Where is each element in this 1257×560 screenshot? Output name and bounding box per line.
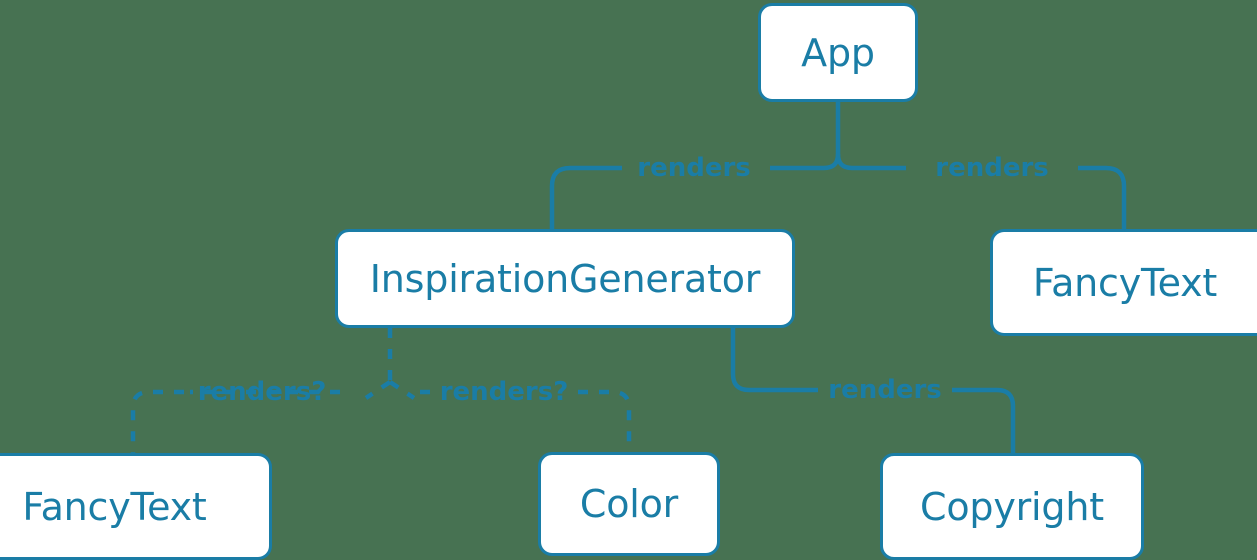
node-fancytext-top-label: FancyText [1032,260,1218,305]
edge-inspgen-to-color-a [388,380,416,400]
node-fancytext-bottom-label: FancyText [22,484,207,529]
edge-label-inspgen-fancytext: renders? [197,377,327,407]
edge-app-stem [835,102,853,171]
node-copyright-label: Copyright [920,484,1104,529]
edge-label-app-inspgen: renders [637,153,751,183]
edge-app-to-inspgen-b [549,165,622,229]
edge-label-app-fancytext: renders [935,153,1049,183]
edge-app-to-fancytop-b [1078,165,1127,229]
edge-inspgen-to-copyright-a [730,328,818,393]
node-color[interactable]: Color [538,452,720,556]
node-fancytext-bottom[interactable]: FancyText [0,453,272,560]
node-copyright[interactable]: Copyright [880,453,1144,560]
edge-app-stem-left [823,153,841,171]
edge-inspgen-to-copyright-b [952,387,1016,453]
edge-inspgen-to-color-c [578,389,632,452]
node-inspiration-generator-label: InspirationGenerator [369,256,761,301]
node-app-label: App [801,30,875,75]
node-color-label: Color [579,482,679,526]
node-inspiration-generator[interactable]: InspirationGenerator [335,229,795,328]
edge-inspgen-to-fancybot-c [130,389,184,455]
edge-label-inspgen-color: renders? [439,377,569,407]
edge-inspgen-to-fancybot-a [364,380,392,400]
node-app[interactable]: App [758,3,918,102]
edge-label-inspgen-copyright: renders [828,375,942,405]
node-fancytext-top[interactable]: FancyText [990,229,1257,336]
